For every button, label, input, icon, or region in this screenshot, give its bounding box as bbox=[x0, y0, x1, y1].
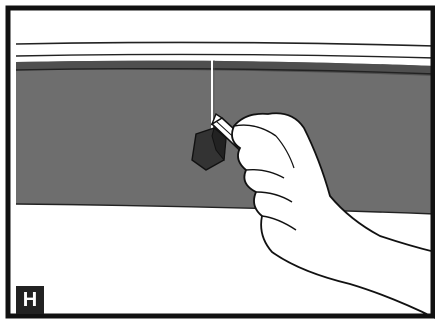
hand-icon bbox=[231, 112, 435, 320]
lower-edge bbox=[15, 214, 435, 223]
frame-border bbox=[5, 5, 435, 319]
step-label-badge: H bbox=[16, 286, 44, 314]
top-rail bbox=[15, 41, 435, 59]
hex-nut-icon bbox=[191, 127, 227, 171]
